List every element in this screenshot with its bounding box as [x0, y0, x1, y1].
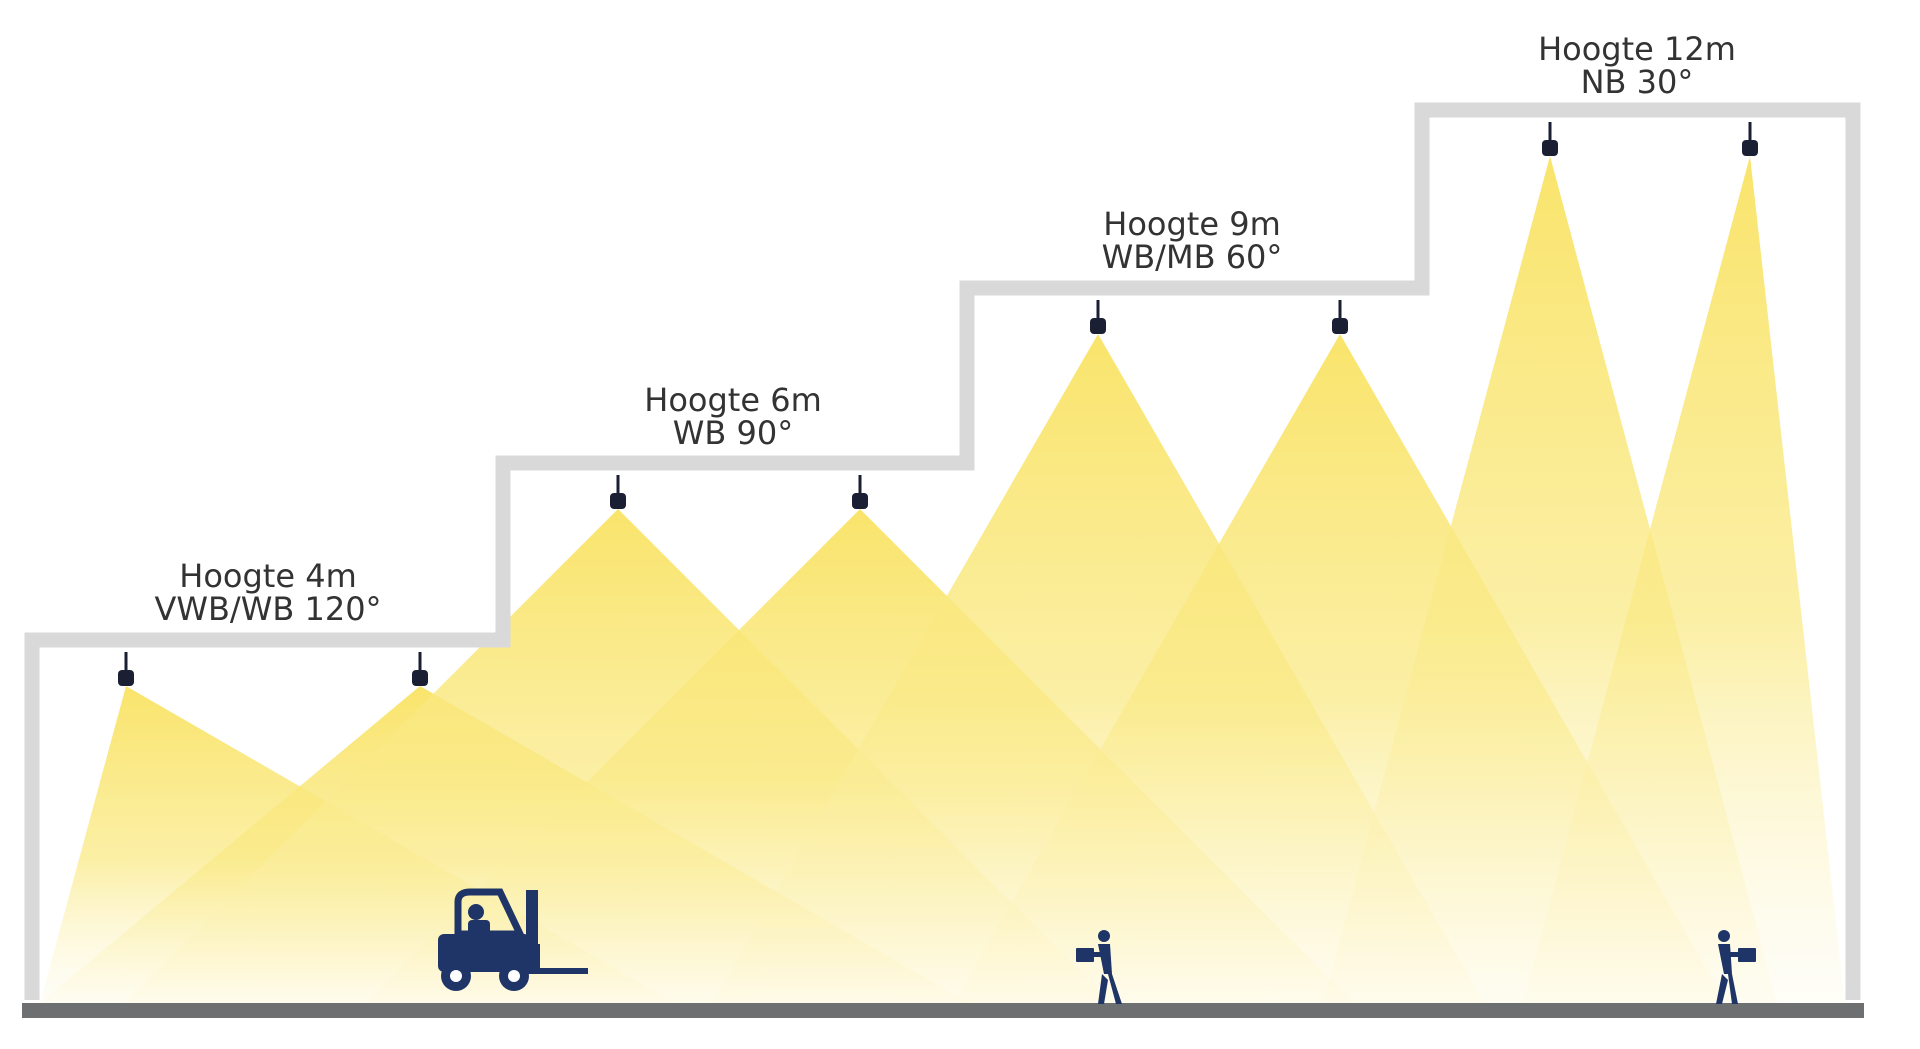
forklift-icon: [438, 888, 588, 991]
zone-label-4m: Hoogte 4m VWB/WB 120°: [68, 560, 468, 626]
zone-label-6m: Hoogte 6m WB 90°: [533, 384, 933, 450]
beam-label: NB 30°: [1580, 63, 1694, 101]
beam-label: WB/MB 60°: [1101, 238, 1283, 276]
fixture-icon: [412, 652, 428, 686]
light-fixtures: [118, 122, 1758, 686]
fixture-icon: [1542, 122, 1558, 156]
height-label: Hoogte 4m: [179, 557, 357, 595]
height-label: Hoogte 9m: [1103, 205, 1281, 243]
worker-carrying-box-icon: [1716, 930, 1756, 1004]
height-label: Hoogte 12m: [1538, 30, 1736, 68]
fixture-icon: [1742, 122, 1758, 156]
fixture-icon: [1090, 300, 1106, 334]
fixture-icon: [118, 652, 134, 686]
floor: [22, 1003, 1864, 1018]
light-beam-4-2: [1523, 156, 1845, 1003]
height-label: Hoogte 6m: [644, 381, 822, 419]
building-outline: [24, 102, 1861, 1000]
beam-label: WB 90°: [672, 414, 794, 452]
fixture-icon: [610, 475, 626, 509]
beam-label: VWB/WB 120°: [154, 590, 382, 628]
light-beams: [40, 156, 1845, 1003]
zone-label-12m: Hoogte 12m NB 30°: [1437, 33, 1837, 99]
zone-label-9m: Hoogte 9m WB/MB 60°: [992, 208, 1392, 274]
fixture-icon: [1332, 300, 1348, 334]
fixture-icon: [852, 475, 868, 509]
worker-carrying-box-icon: [1076, 930, 1122, 1004]
